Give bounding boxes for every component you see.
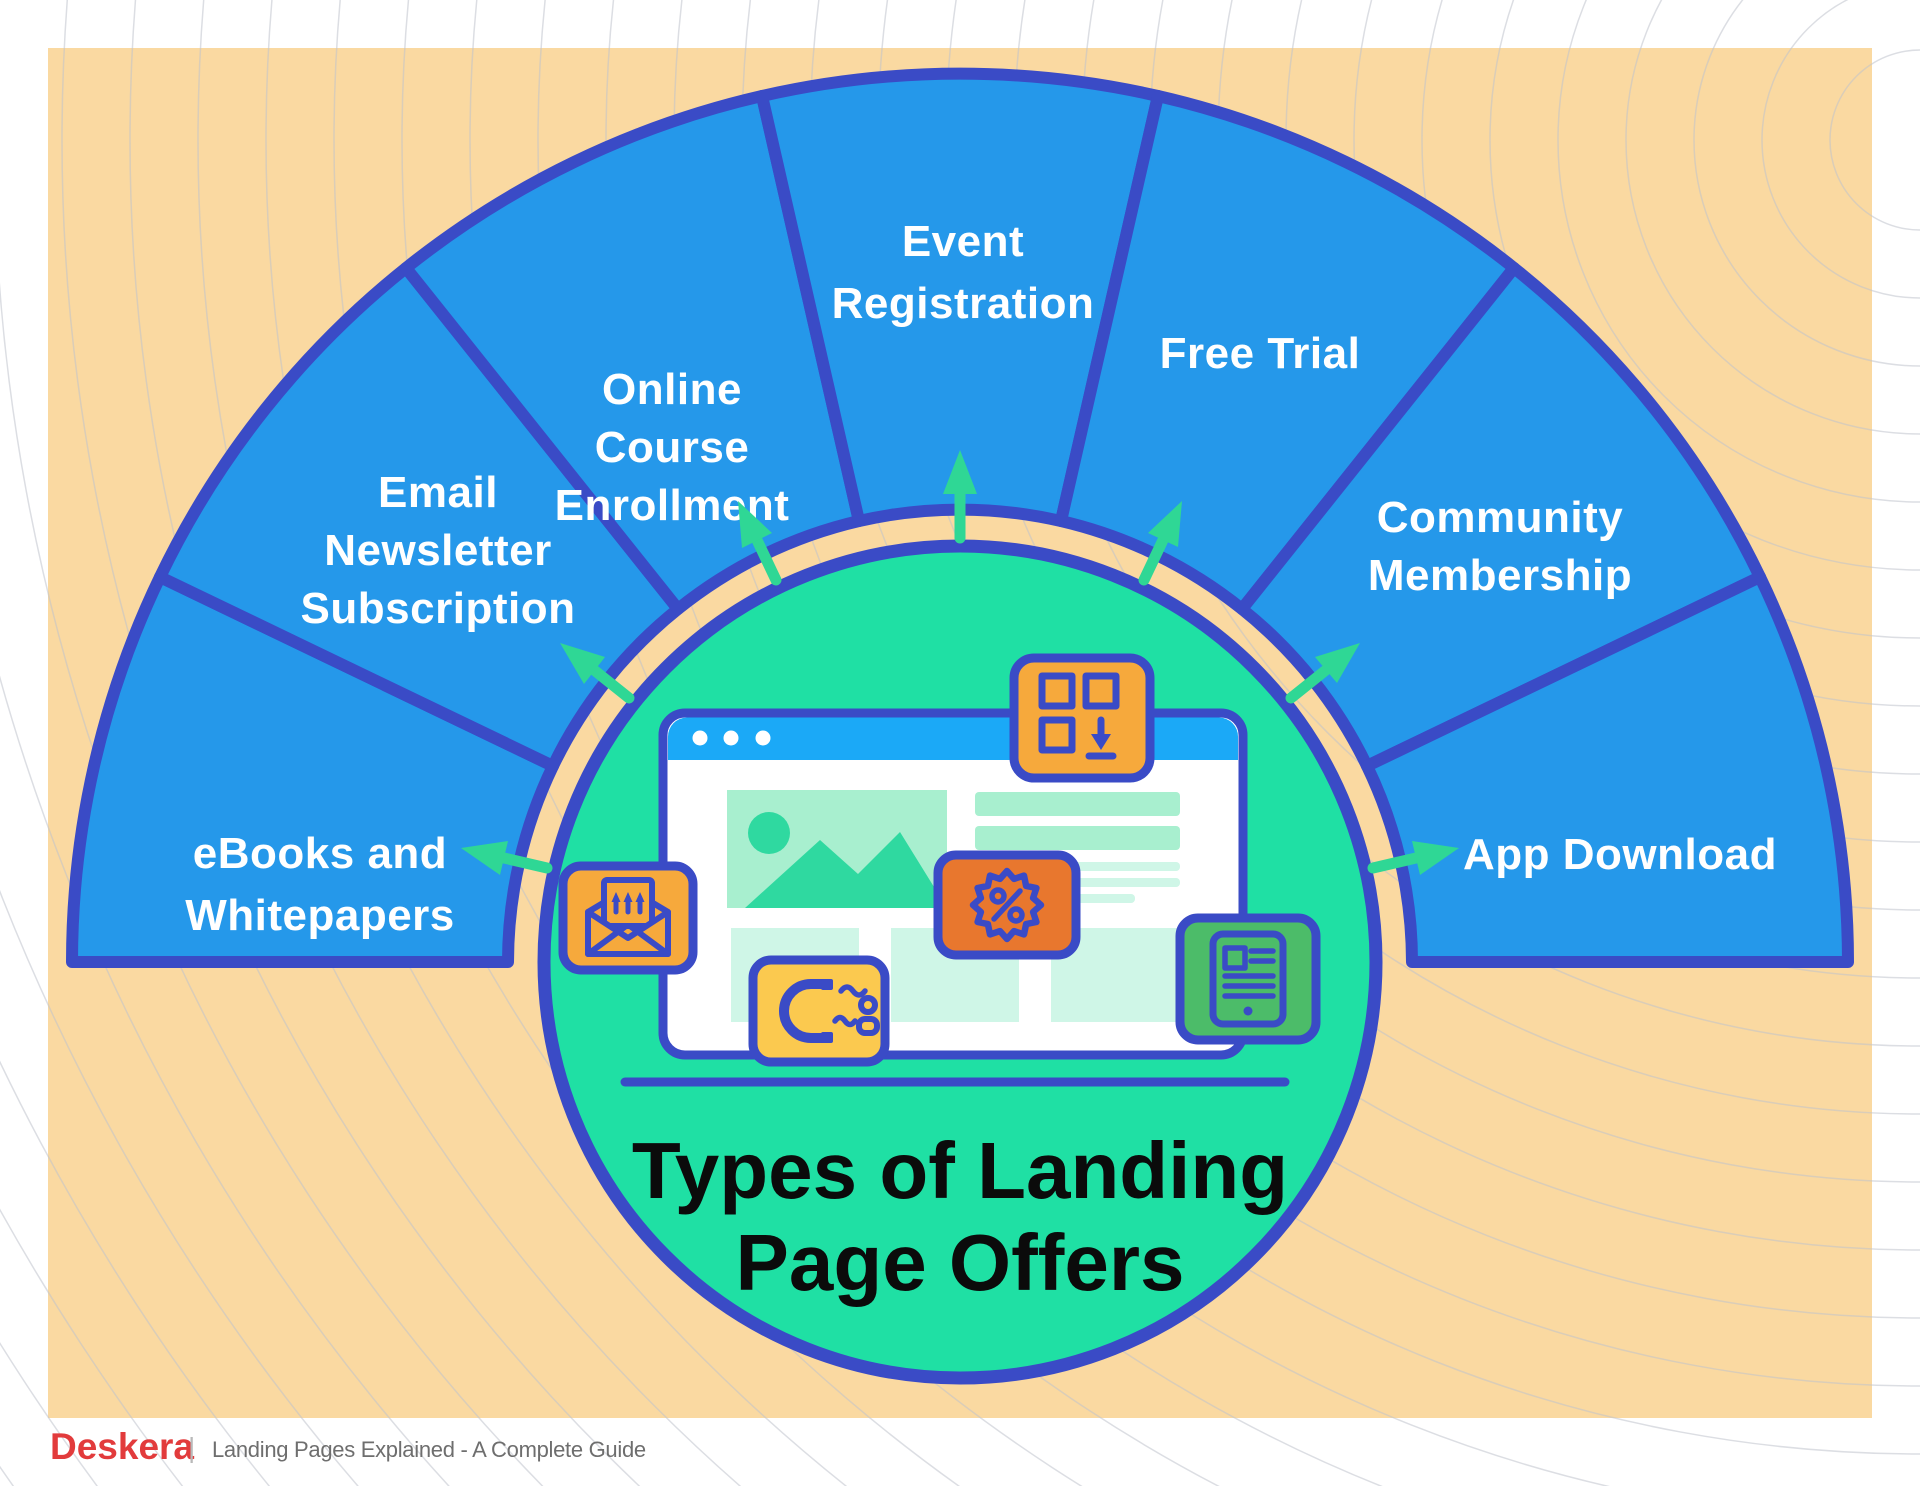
image-placeholder-sun (748, 812, 790, 854)
text-bar (975, 826, 1180, 850)
segment-label-email-line-2: Newsletter (324, 526, 552, 575)
main-title-line-1: Types of Landing (632, 1126, 1288, 1215)
segment-label-community-line-2: Membership (1368, 551, 1632, 600)
background-arc (401, 0, 1221, 1486)
arrow-email (560, 643, 635, 704)
brand-logo-text: Deskera (50, 1426, 194, 1467)
main-title-line-2: Page Offers (735, 1218, 1184, 1307)
window-control-dot (755, 730, 771, 746)
background-arc (129, 0, 742, 1486)
background-arc (1829, 49, 1920, 231)
segment-labels: eBooks and Whitepapers Email Newsletter … (185, 217, 1777, 940)
segment-wedge-app-download (1361, 571, 1854, 968)
radial-arrows (461, 450, 1459, 875)
magnet-icon (748, 955, 890, 1067)
background-arc (1625, 0, 1920, 435)
segment-wedge-free-trial (1055, 90, 1520, 615)
text-bar (975, 792, 1180, 816)
background-arc (333, 0, 1084, 1486)
segment-label-event-line-2: Registration (832, 279, 1095, 328)
footer-caption: Landing Pages Explained - A Complete Gui… (212, 1437, 646, 1462)
background-arc (1421, 0, 1920, 639)
download-icon (1009, 653, 1155, 783)
background-arc (1761, 0, 1920, 299)
arrow-online (738, 501, 782, 586)
segment-label-ebooks-line-1: eBooks and (193, 829, 447, 878)
background-arc (605, 0, 1920, 1455)
background-arc (61, 0, 641, 1486)
background-arc (469, 0, 1384, 1486)
segment-wedge-event-registration (756, 67, 1164, 527)
background-arc (197, 0, 848, 1486)
segment-label-free-trial: Free Trial (1160, 329, 1361, 378)
footer: Deskera | Landing Pages Explained - A Co… (50, 1426, 646, 1467)
background-arc (537, 0, 1611, 1486)
offer-icons (558, 653, 1321, 1067)
background-arc (1557, 0, 1920, 503)
arrow-free-trial (1138, 501, 1182, 586)
segment-label-email-line-3: Subscription (301, 584, 576, 633)
segment-label-online-line-2: Course (595, 423, 750, 472)
segment-wedge-email-newsletter (154, 262, 684, 772)
segment-label-email-line-1: Email (378, 468, 498, 517)
arrow-ebooks (461, 841, 553, 875)
segment-label-event-line-1: Event (902, 217, 1024, 266)
tablet-ebook-icon (1175, 913, 1321, 1045)
background-arc (1489, 0, 1920, 571)
window-control-dot (723, 730, 739, 746)
segment-label-ebooks-line-2: Whitepapers (185, 891, 455, 940)
segment-label-online-line-1: Online (602, 365, 742, 414)
footer-separator: | (188, 1432, 195, 1463)
segment-wedge-online-course (400, 90, 865, 615)
background-arc (265, 0, 961, 1486)
window-control-dot (692, 730, 708, 746)
segment-wedge-ebooks-whitepapers (66, 571, 559, 968)
background-arc (1693, 0, 1920, 367)
envelope-icon (558, 861, 698, 975)
background-arc (1353, 0, 1920, 707)
segment-label-app-download: App Download (1463, 830, 1777, 879)
arrow-app-download (1367, 841, 1459, 875)
segment-label-community-line-1: Community (1377, 493, 1624, 542)
discount-badge-icon (933, 850, 1081, 960)
arrow-event (943, 450, 977, 544)
segment-fan (66, 67, 1854, 968)
image-placeholder-mountains (745, 832, 947, 908)
arrow-community (1285, 643, 1360, 704)
segment-wedge-community-membership (1236, 262, 1766, 772)
